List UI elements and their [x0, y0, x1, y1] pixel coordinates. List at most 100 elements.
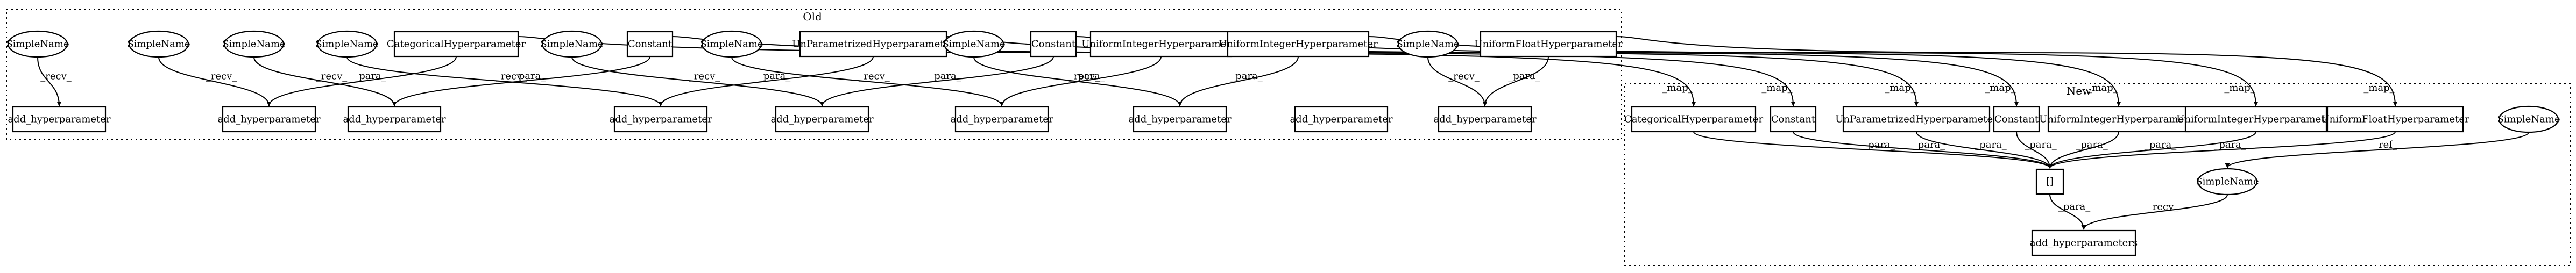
simplename-ellipse-node: SimpleName — [222, 30, 286, 58]
simplename-ellipse-node: SimpleName — [127, 30, 190, 58]
categoricalhyperparameter-node-label: CategoricalHyperparameter — [1624, 114, 1764, 125]
add-hyperparameter-node-label: add_hyperparameter — [217, 114, 321, 125]
simplename-ellipse-node-shape — [701, 30, 762, 58]
uniformintegerhyperparameter-node: UniformIntegerHyperparameter — [2176, 106, 2336, 133]
uniformfloathyperparameter-node: UniformFloatHyperparameter — [2321, 106, 2469, 133]
add-hyperparameters-node-shape — [2031, 229, 2136, 256]
edge-n_uih2-to-n_list — [2047, 131, 2256, 169]
list-literal-node: [] — [2035, 168, 2064, 195]
add-hyperparameter-node: add_hyperparameter — [1128, 106, 1232, 133]
simplename-ellipse-node-label: SimpleName — [2196, 176, 2259, 188]
edge-o_cat-to-o_add2 — [266, 56, 457, 106]
edge-o_unparam-to-o_add4 — [658, 56, 874, 106]
edge-label-o_sn4-to-o_add4: _recv_ — [496, 71, 527, 82]
unparametrizedhyperparameter-node-shape — [1842, 106, 1991, 133]
edge-o_const2-to-o_add5 — [819, 56, 1054, 106]
edge-o_sn1-to-o_add1 — [37, 56, 62, 106]
add-hyperparameter-node-shape — [1133, 106, 1227, 133]
uniformintegerhyperparameter-node-shape — [1227, 31, 1370, 58]
edge-label-o_uih1-to-o_add6: _para_ — [1073, 70, 1105, 82]
unparametrizedhyperparameter-node: UnParametrizedHyperparameter — [1835, 106, 1998, 133]
edge-n_sn_top-to-n_sn_mid — [2225, 132, 2529, 168]
simplename-ellipse-node: SimpleName — [1396, 30, 1460, 58]
uniformintegerhyperparameter-node: UniformIntegerHyperparameter — [2039, 106, 2198, 133]
add-hyperparameter-node: add_hyperparameter — [1433, 106, 1537, 133]
add-hyperparameter-node-label: add_hyperparameter — [950, 114, 1053, 125]
new-cluster — [1624, 83, 2571, 266]
list-literal-node-shape — [2035, 168, 2064, 195]
categoricalhyperparameter-node-shape — [1631, 106, 1757, 133]
constant-node-label: Constant — [1771, 114, 1816, 125]
add-hyperparameter-node: add_hyperparameter — [8, 106, 111, 133]
simplename-ellipse-node-shape — [7, 30, 68, 58]
edge-label-o_const2-to-n_const2: _map_ — [1985, 82, 2015, 94]
edge-label-o_sn2-to-o_add2: _recv_ — [206, 71, 237, 82]
simplename-ellipse-node-shape — [1397, 30, 1459, 58]
add-hyperparameter-node-shape — [775, 106, 869, 133]
simplename-ellipse-node: SimpleName — [6, 30, 69, 58]
simplename-ellipse-node-label: SimpleName — [127, 39, 190, 50]
simplename-ellipse-node-label: SimpleName — [222, 39, 285, 50]
constant-node: Constant — [626, 31, 674, 58]
uniformintegerhyperparameter-node-shape — [1089, 31, 1233, 58]
constant-node-shape — [1030, 31, 1077, 58]
old-cluster-label: Old — [803, 10, 822, 23]
edge-label-o_cat-to-o_add2: _para_ — [354, 70, 386, 82]
constant-node: Constant — [1030, 31, 1077, 58]
edge-label-o_sn8-to-o_add9: _recv_ — [1448, 71, 1480, 82]
simplename-ellipse-node-label: SimpleName — [2497, 114, 2560, 125]
edge-label-n_list-to-n_addhps: _para_ — [2058, 201, 2091, 212]
edge-o_sn8-to-o_add9 — [1427, 56, 1488, 106]
edge-o_sn4-to-o_add4 — [346, 56, 663, 106]
constant-node-label: Constant — [628, 39, 673, 50]
uniformfloathyperparameter-node-label: UniformFloatHyperparameter — [2321, 114, 2469, 125]
list-literal-node-label: [] — [2046, 176, 2054, 188]
edge-n_unparam-to-n_list — [1916, 131, 2053, 169]
edge-label-o_ufh-to-n_ufh: _map_ — [2363, 82, 2394, 94]
edge-o_uih2-to-o_add7 — [1177, 56, 1299, 106]
uniformintegerhyperparameter-node: UniformIntegerHyperparameter — [1081, 31, 1241, 58]
edge-label-n_const2-to-n_list: _para_ — [2025, 139, 2057, 150]
add-hyperparameter-node-shape — [222, 106, 316, 133]
simplename-ellipse-node-shape — [128, 30, 189, 58]
simplename-ellipse-node: SimpleName — [942, 30, 1006, 58]
add-hyperparameters-node-label: add_hyperparameters — [2030, 238, 2138, 249]
add-hyperparameter-node-shape — [12, 106, 107, 133]
add-hyperparameter-node: add_hyperparameter — [770, 106, 874, 133]
simplename-ellipse-node-label: SimpleName — [6, 39, 69, 50]
edge-o_sn2-to-o_add2 — [158, 56, 272, 106]
add-hyperparameter-node-shape — [613, 106, 708, 133]
add-hyperparameter-node-label: add_hyperparameter — [1290, 114, 1393, 125]
edge-n_const1-to-n_list — [1793, 131, 2053, 169]
edge-n_const2-to-n_list — [2016, 131, 2053, 169]
edge-label-n_ufh-to-n_list: _para_ — [2214, 139, 2246, 150]
edge-label-n_sn_mid-to-n_addhps: _recv_ — [2148, 202, 2179, 213]
uniformfloathyperparameter-node: UniformFloatHyperparameter — [1474, 31, 1623, 58]
add-hyperparameter-node: add_hyperparameter — [343, 106, 446, 133]
unparametrizedhyperparameter-node-label: UnParametrizedHyperparameter — [792, 39, 954, 50]
add-hyperparameter-node-shape — [347, 106, 442, 133]
simplename-ellipse-node-label: SimpleName — [1396, 39, 1459, 50]
edges-layer: _recv__recv__recv__recv__para__recv__par… — [37, 36, 2529, 230]
edge-o_const1-to-o_add3 — [392, 56, 650, 106]
edge-label-n_uih1-to-n_list: _para_ — [2076, 139, 2108, 150]
new-cluster-label: New — [2067, 84, 2091, 97]
simplename-ellipse-node-shape — [2197, 168, 2258, 196]
edge-label-o_sn6-to-o_add6: _recv_ — [859, 71, 890, 82]
constant-node-shape — [1770, 106, 1817, 133]
edge-label-o_const1-to-n_const1: _map_ — [1761, 82, 1792, 94]
edge-label-o_ufh-to-o_add9: _para_ — [1508, 70, 1540, 82]
simplename-ellipse-node-label: SimpleName — [315, 39, 378, 50]
constant-node-label: Constant — [1994, 114, 2039, 125]
edge-label-o_uih2-to-o_add7: _para_ — [1230, 70, 1263, 82]
uniformintegerhyperparameter-node-label: UniformIntegerHyperparameter — [2176, 114, 2336, 125]
constant-node: Constant — [1993, 106, 2040, 133]
edge-o_ufh-to-o_add9 — [1482, 56, 1549, 106]
edge-o_sn3-to-o_add3 — [253, 56, 397, 106]
edge-n_uih1-to-n_list — [2047, 131, 2119, 169]
add-hyperparameters-node: add_hyperparameters — [2030, 229, 2138, 256]
categoricalhyperparameter-node: CategoricalHyperparameter — [1624, 106, 1764, 133]
edge-label-o_const1-to-o_add3: _para_ — [514, 70, 546, 82]
add-hyperparameter-node-label: add_hyperparameter — [343, 114, 446, 125]
